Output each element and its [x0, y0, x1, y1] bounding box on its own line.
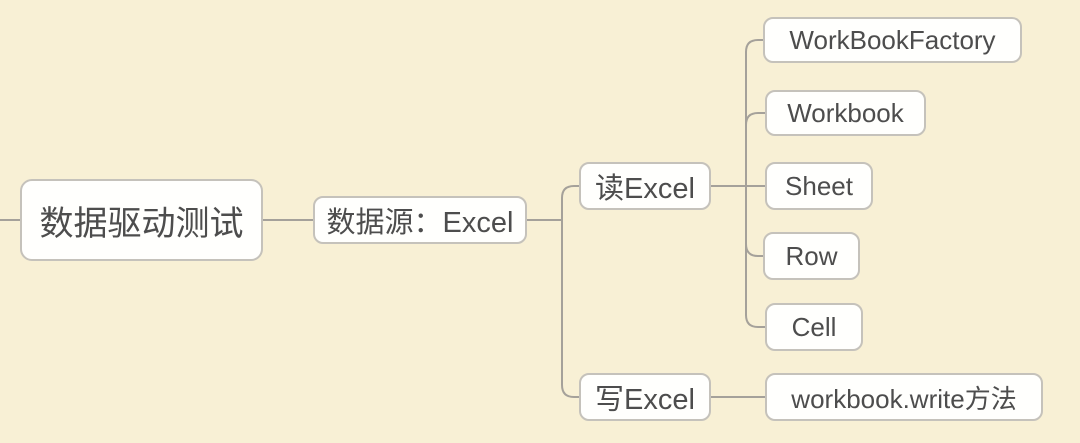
node-workbook-write-method[interactable]: workbook.write方法 [765, 373, 1043, 421]
node-row[interactable]: Row [763, 232, 860, 280]
node-workbook-label: Workbook [787, 97, 904, 128]
node-workbookfactory[interactable]: WorkBookFactory [763, 17, 1022, 63]
node-write-excel[interactable]: 写Excel [579, 373, 711, 421]
connector-elbow-workbook [745, 112, 766, 126]
node-root-topic[interactable]: 数据驱动测试 [20, 179, 263, 261]
node-workbookfactory-label: WorkBookFactory [789, 24, 996, 55]
node-workbook[interactable]: Workbook [765, 90, 926, 136]
node-workbook-write-method-label: workbook.write方法 [791, 383, 1017, 414]
node-read-excel-label: 读Excel [595, 173, 695, 205]
node-write-excel-label: 写Excel [595, 384, 695, 416]
node-datasource-label: 数据源：Excel [326, 207, 514, 239]
node-cell[interactable]: Cell [765, 303, 863, 351]
connector-elbow-cell [745, 314, 766, 328]
connector-elbow-workbookfactory [745, 39, 764, 53]
node-cell-label: Cell [791, 311, 837, 342]
node-datasource-excel[interactable]: 数据源：Excel [313, 196, 527, 244]
node-sheet[interactable]: Sheet [765, 162, 873, 210]
connector-datasource-bracket [561, 185, 580, 398]
connector-elbow-row [745, 243, 764, 257]
node-row-label: Row [785, 240, 838, 271]
node-read-excel[interactable]: 读Excel [579, 162, 711, 210]
node-sheet-label: Sheet [785, 170, 853, 201]
node-root-label: 数据驱动测试 [39, 204, 244, 243]
